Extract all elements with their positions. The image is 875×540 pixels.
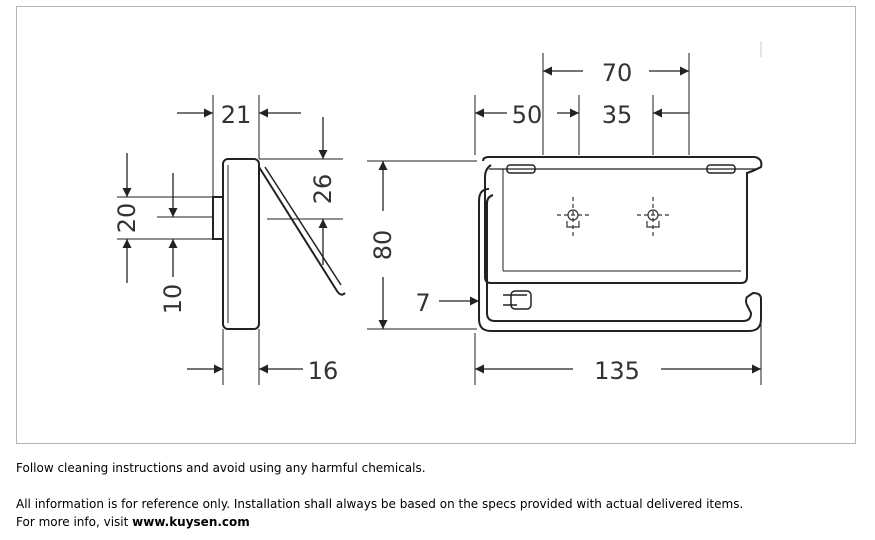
front-shelf (482, 156, 763, 284)
side-wall-plate (222, 158, 260, 330)
dim-7: 7 (415, 289, 430, 317)
side-dimensions (117, 95, 343, 385)
dim-21: 21 (221, 101, 252, 129)
reference-note: All information is for reference only. I… (16, 497, 744, 511)
diagram-frame: 21 16 20 10 26 80 7 50 35 70 135 (16, 6, 856, 444)
dim-16: 16 (308, 357, 339, 385)
side-mount-nub (212, 196, 224, 240)
more-info-prefix: For more info, visit (16, 515, 133, 529)
dim-80: 80 (369, 230, 397, 261)
dim-26: 26 (309, 174, 337, 205)
front-holder-arm (478, 188, 762, 332)
dimension-labels: 21 16 20 10 26 80 7 50 35 70 135 (113, 59, 640, 385)
technical-drawing: 21 16 20 10 26 80 7 50 35 70 135 (113, 41, 763, 385)
screw-hole-left (557, 197, 589, 239)
cleaning-note: Follow cleaning instructions and avoid u… (16, 461, 426, 475)
dim-135: 135 (594, 357, 640, 385)
dim-10: 10 (159, 284, 187, 315)
dim-20: 20 (113, 203, 141, 234)
screw-holes (557, 197, 669, 239)
more-info-line: For more info, visit www.kuysen.com (16, 515, 250, 529)
dim-35: 35 (602, 101, 633, 129)
side-shelf-arm (258, 166, 346, 296)
side-view (212, 158, 346, 330)
screw-hole-right (637, 197, 669, 239)
dim-70: 70 (602, 59, 633, 87)
dim-50: 50 (512, 101, 543, 129)
website-link[interactable]: www.kuysen.com (132, 515, 250, 529)
front-dimensions (367, 41, 762, 385)
front-view (478, 156, 763, 332)
